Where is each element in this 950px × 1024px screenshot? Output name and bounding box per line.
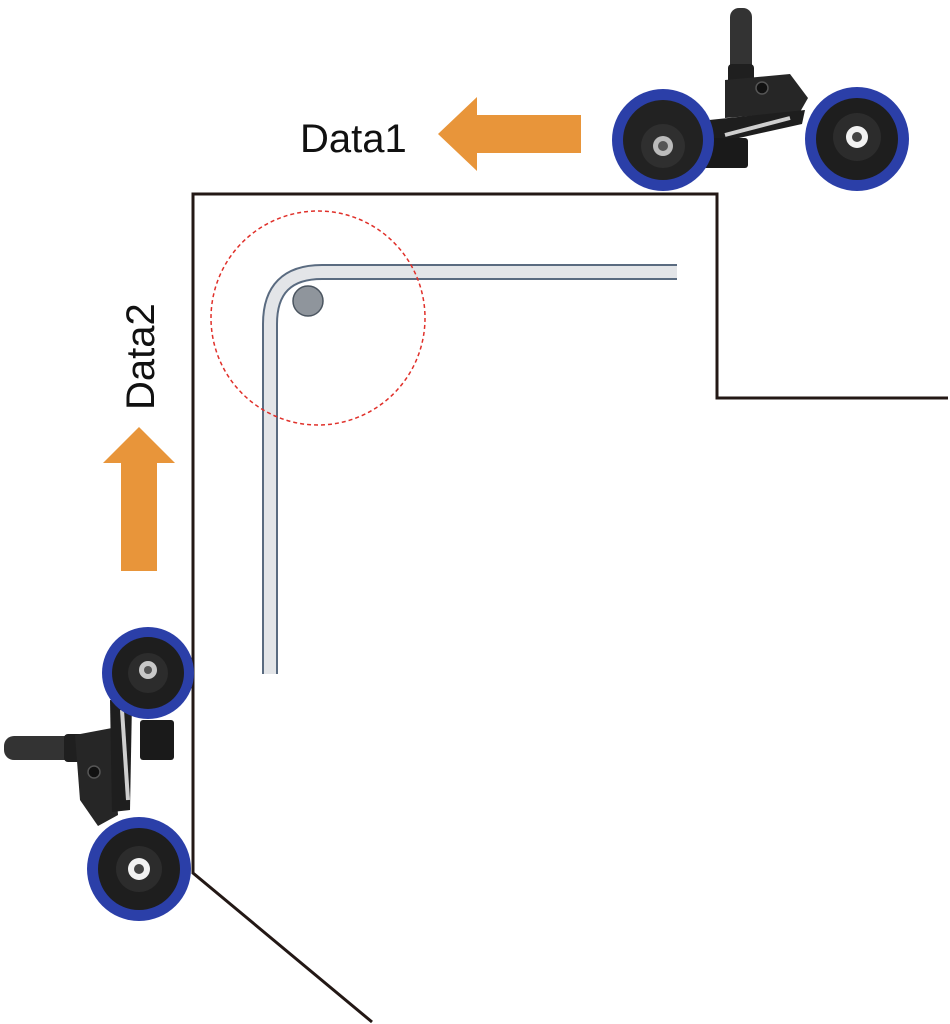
direction-label-1: Data1 [300, 117, 407, 161]
direction-arrow-up [103, 427, 175, 571]
corner-highlight-circle [210, 210, 426, 426]
track-rail-inner [264, 266, 677, 674]
track-rail [262, 264, 677, 674]
corner-pin [292, 285, 324, 317]
skate-dolly-icon [612, 8, 909, 191]
wall-outline [191, 192, 948, 1024]
direction-arrow-left [438, 97, 581, 171]
skate-dolly-icon [4, 627, 194, 921]
direction-label-2: Data2 [119, 303, 163, 410]
